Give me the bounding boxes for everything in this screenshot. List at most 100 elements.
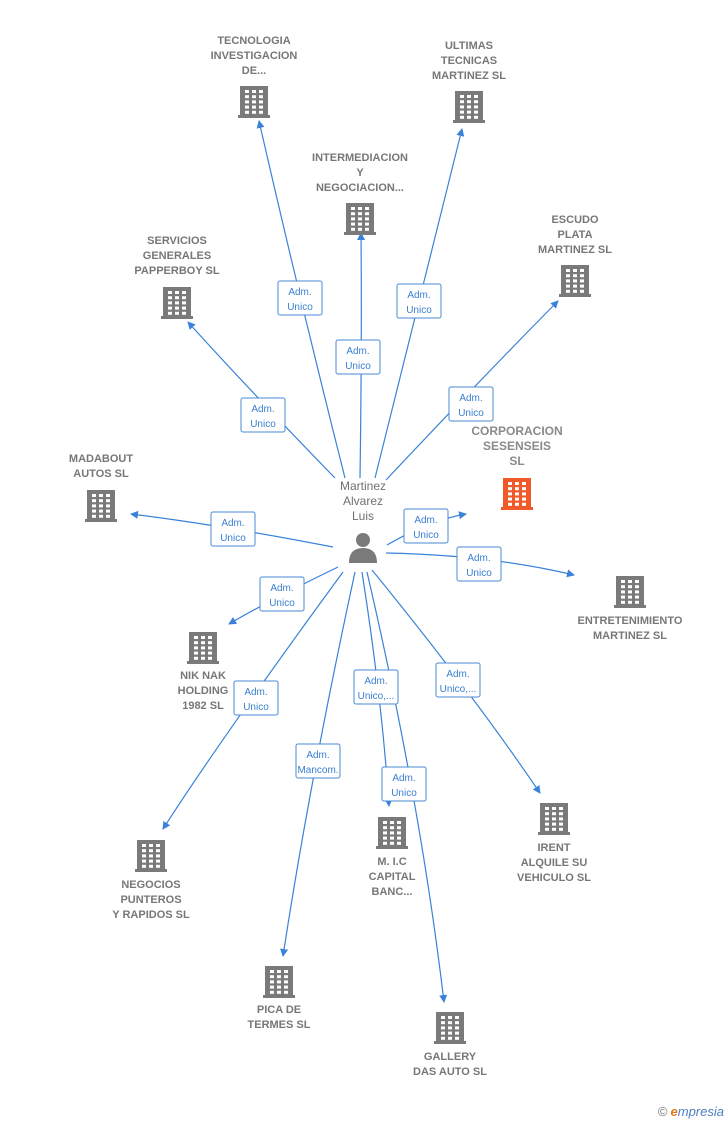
company-label: CAPITAL [369,871,416,883]
company-label: TECNICAS [441,55,497,67]
edge-label-text: Adm. [364,676,387,687]
person-label: Martinez [340,479,386,493]
edge-label-text: Adm. [392,773,415,784]
edge-label-text: Unico [391,788,417,799]
company-label: AUTOS SL [73,468,129,480]
brand-name: mpresia [677,1104,724,1119]
company-label: ESCUDO [551,214,599,226]
building-icon[interactable] [161,287,193,319]
company-label: DAS AUTO SL [413,1066,487,1078]
company-label: 1982 SL [182,700,224,712]
company-label: MARTINEZ SL [432,70,506,82]
company-node-negocios[interactable]: NEGOCIOS PUNTEROS Y RAPIDOS SL [112,840,190,921]
edge-to-negocios [162,571,344,830]
edge-label-text: Adm. [306,750,329,761]
edge-label-text: Unico [243,702,269,713]
building-icon[interactable] [434,1012,466,1044]
edge-label-servicios[interactable]: Adm.Unico [240,397,286,433]
company-label: PLATA [557,229,592,241]
edge-label-gallery[interactable]: Adm. Unico [381,766,427,802]
building-icon[interactable] [187,632,219,664]
edge-label-corporacion[interactable]: Adm. Unico [403,508,449,544]
company-label: HOLDING [178,685,229,697]
building-icon[interactable] [538,803,570,835]
edge-label-text: Unico [345,361,371,372]
company-label: GALLERY [424,1051,477,1063]
person-label: Luis [352,509,374,523]
edge-to-servicios [187,321,336,479]
edge-label-ultimas[interactable]: Adm. Unico [396,283,442,319]
company-label: ALQUILE SU [521,857,588,869]
edge-label-text: Unico [287,302,313,313]
company-label: VEHICULO SL [517,872,591,884]
building-icon[interactable] [238,86,270,118]
nodes-layer: TECNOLOGIAINVESTIGACIONDE...ULTIMASTECNI… [69,35,683,1078]
edge-label-text: Adm. [221,518,244,529]
edge-labels-layer: Adm.UnicoAdm.UnicoAdm.UnicoAdm.UnicoAdm.… [210,280,502,802]
building-icon[interactable] [344,203,376,235]
edge-label-escudo[interactable]: Adm.Unico [448,386,494,422]
company-label: CORPORACION [471,424,562,438]
edge-label-text: Unico [466,568,492,579]
company-label: PUNTEROS [120,894,181,906]
company-node-mic[interactable]: M. I.CCAPITALBANC... [369,817,416,898]
building-icon-main[interactable] [501,478,533,510]
company-label: NEGOCIOS [121,879,180,891]
person-icon[interactable] [349,533,377,563]
edge-label-mic[interactable]: Adm. Unico,... [353,669,399,705]
edge-label-negocios[interactable]: Adm. Unico [233,680,279,716]
company-label: MARTINEZ SL [538,244,612,256]
edge-to-escudo [385,300,559,481]
company-label: INVESTIGACION [211,50,298,62]
edge-label-text: Unico [413,530,439,541]
edge-label-intermediacion[interactable]: Adm.Unico [335,339,381,375]
building-icon[interactable] [85,490,117,522]
edge-label-text: Unico,... [358,691,395,702]
company-label: TERMES SL [248,1019,311,1031]
company-node-gallery[interactable]: GALLERY DAS AUTO SL [413,1012,487,1078]
company-label: M. I.C [377,856,406,868]
company-label: SL [509,454,524,468]
building-icon[interactable] [376,817,408,849]
company-label: SESENSEIS [483,439,551,453]
edge-label-text: Adm. [288,287,311,298]
company-node-intermediacion[interactable]: INTERMEDIACION Y NEGOCIACION... [312,152,408,235]
edge-label-text: Unico [269,598,295,609]
edge-label-text: Adm. [407,290,430,301]
building-icon[interactable] [453,91,485,123]
edge-label-text: Unico [250,419,276,430]
edge-label-text: Adm. [244,687,267,698]
edge-label-text: Unico,... [440,684,477,695]
company-node-escudo[interactable]: ESCUDO PLATA MARTINEZ SL [538,214,612,297]
edge-label-text: Adm. [414,515,437,526]
company-label: Y RAPIDOS SL [112,909,190,921]
company-label: PAPPERBOY SL [134,265,219,277]
building-icon[interactable] [614,576,646,608]
company-label: MARTINEZ SL [593,630,667,642]
edge-label-niknak[interactable]: Adm.Unico [259,576,305,612]
edge-label-text: Unico [406,305,432,316]
building-icon[interactable] [263,966,295,998]
edge-label-tecnologia[interactable]: Adm. Unico [277,280,323,316]
company-label: INTERMEDIACION [312,152,408,164]
edge-label-entretenimiento[interactable]: Adm.Unico [456,546,502,582]
company-label: NEGOCIACION... [316,182,404,194]
company-label: TECNOLOGIA [217,35,290,47]
company-node-tecnologia[interactable]: TECNOLOGIAINVESTIGACIONDE... [211,35,298,118]
empresia-watermark[interactable]: ©empresia [658,1104,724,1119]
edge-label-irent[interactable]: Adm.Unico,... [435,662,481,698]
edge-label-pica[interactable]: Adm.Mancom. [295,743,341,779]
building-icon[interactable] [559,265,591,297]
building-icon[interactable] [135,840,167,872]
edge-label-madabout[interactable]: Adm.Unico [210,511,256,547]
company-label: Y [356,167,364,179]
